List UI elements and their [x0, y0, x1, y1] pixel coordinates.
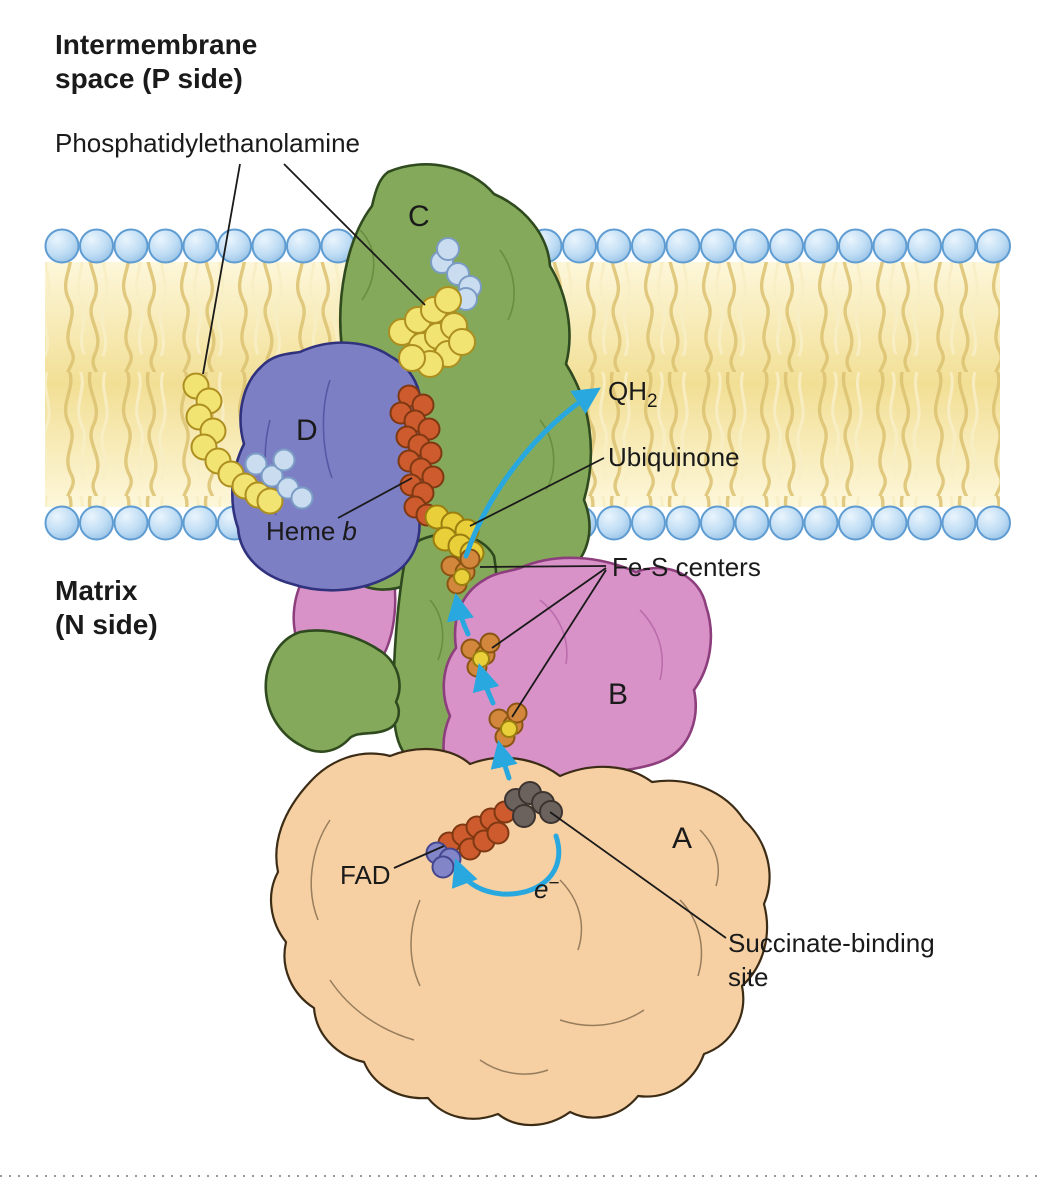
molecule-bead [149, 507, 182, 540]
molecule-bead [632, 507, 665, 540]
molecule-bead [513, 805, 535, 827]
molecule-bead [149, 230, 182, 263]
subunit-b-label: B [608, 678, 628, 711]
molecule-bead [908, 507, 941, 540]
molecule-bead [508, 704, 527, 723]
subunit-a-label: A [672, 822, 692, 855]
intermembrane-space-label-line1: Intermembrane [55, 29, 257, 60]
molecule-bead [488, 823, 509, 844]
molecule-bead [736, 507, 769, 540]
succinate-site-label-line2: site [728, 962, 768, 992]
fes-centers-label: Fe-S centers [612, 552, 761, 582]
molecule-bead [274, 450, 295, 471]
molecule-bead [461, 550, 480, 569]
molecule-bead [46, 230, 79, 263]
matrix-label-line1: Matrix [55, 575, 138, 606]
molecule-bead [501, 721, 517, 737]
molecule-bead [287, 230, 320, 263]
molecule-bead [253, 230, 286, 263]
molecule-bead [80, 230, 113, 263]
molecule-bead [46, 507, 79, 540]
heme-letter: b [342, 516, 356, 546]
molecule-bead [563, 230, 596, 263]
ubiquinone-label: Ubiquinone [608, 442, 740, 472]
molecule-bead [839, 507, 872, 540]
molecule-bead [292, 488, 313, 509]
molecule-bead [874, 507, 907, 540]
molecule-bead [805, 507, 838, 540]
qh2-subscript: 2 [647, 391, 658, 412]
molecule-bead [667, 507, 700, 540]
molecule-bead [908, 230, 941, 263]
subunit-d-label: D [296, 414, 318, 447]
electron-superscript: − [548, 873, 559, 894]
molecule-bead [943, 230, 976, 263]
molecule-bead [805, 230, 838, 263]
molecule-bead [184, 230, 217, 263]
molecule-bead [977, 230, 1010, 263]
molecule-bead [701, 230, 734, 263]
molecule-bead [80, 507, 113, 540]
molecule-bead [701, 507, 734, 540]
pointer-fes-1 [480, 566, 606, 567]
molecule-bead [598, 507, 631, 540]
intermembrane-space-label-line2: space (P side) [55, 63, 243, 94]
molecule-bead [839, 230, 872, 263]
molecule-bead [770, 230, 803, 263]
heme-word: Heme [266, 516, 335, 546]
succinate-site-label-line1: Succinate-binding [728, 928, 935, 958]
molecule-bead [770, 507, 803, 540]
molecule-bead [433, 857, 454, 878]
molecule-bead [943, 507, 976, 540]
molecule-bead [481, 634, 500, 653]
molecule-bead [874, 230, 907, 263]
phosphatidylethanolamine-label: Phosphatidylethanolamine [55, 128, 360, 158]
molecule-bead [399, 345, 425, 371]
molecule-bead [435, 287, 461, 313]
molecule-bead [736, 230, 769, 263]
molecule-bead [449, 329, 475, 355]
molecule-bead [977, 507, 1010, 540]
molecule-bead [667, 230, 700, 263]
molecule-bead [115, 230, 148, 263]
fad-label: FAD [340, 860, 391, 890]
molecule-bead [473, 651, 489, 667]
heme-b-label: Hemeb [266, 516, 357, 546]
molecule-bead [437, 238, 459, 260]
qh2-base: QH [608, 376, 647, 406]
electron-base: e [534, 874, 548, 904]
molecule-bead [115, 507, 148, 540]
molecule-bead [632, 230, 665, 263]
matrix-label-line2: (N side) [55, 609, 158, 640]
molecule-bead [184, 507, 217, 540]
subunit-c-label: C [408, 200, 430, 233]
molecule-bead [454, 569, 470, 585]
molecule-bead [598, 230, 631, 263]
